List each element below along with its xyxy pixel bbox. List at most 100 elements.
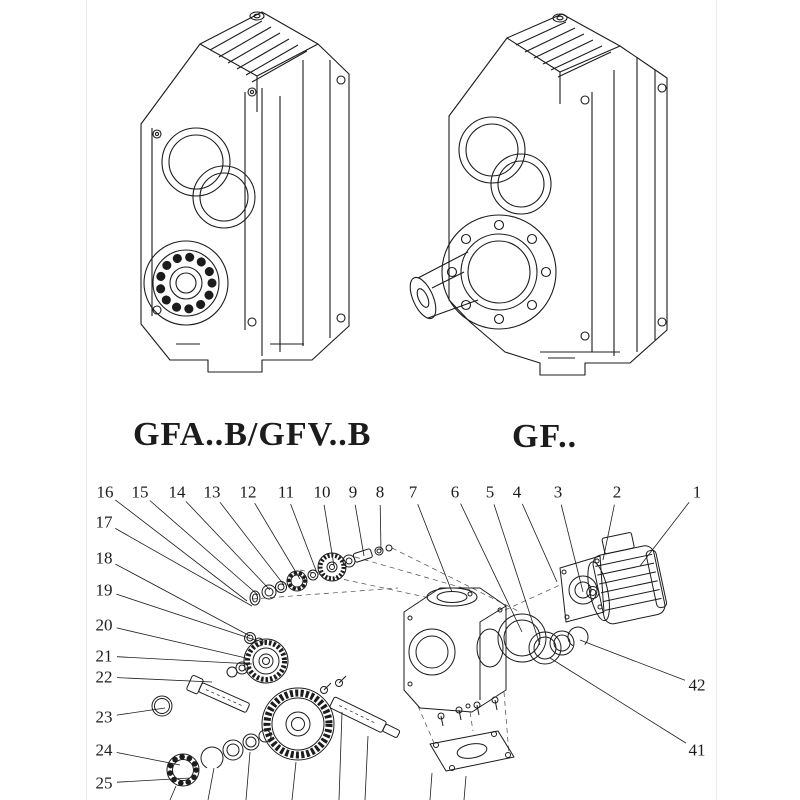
leader-line-2 bbox=[602, 504, 615, 561]
flange-rings bbox=[497, 613, 589, 665]
callout-number-12: 12 bbox=[239, 482, 257, 502]
vent-plug bbox=[320, 682, 332, 694]
leader-line-25 bbox=[116, 777, 191, 783]
mounting-feet bbox=[540, 351, 620, 359]
callout-number-19: 19 bbox=[95, 580, 113, 600]
collar bbox=[242, 733, 260, 751]
callout-number-1: 1 bbox=[692, 482, 702, 502]
housing-outline bbox=[140, 11, 350, 373]
cooling-ribs bbox=[515, 21, 612, 78]
cover-bolt bbox=[437, 712, 445, 727]
washer bbox=[222, 739, 244, 761]
leader-line-5 bbox=[493, 504, 541, 646]
exploded-view bbox=[151, 532, 668, 800]
callout-number-7: 7 bbox=[408, 482, 418, 502]
ring-small bbox=[385, 544, 393, 552]
page-edge-right bbox=[716, 0, 717, 800]
helical-gear bbox=[261, 687, 335, 761]
cover-plate bbox=[429, 730, 515, 772]
cover-bolt bbox=[455, 706, 463, 721]
gearbox-gf-drawing bbox=[409, 13, 668, 376]
output-shaft bbox=[409, 251, 479, 320]
leader-line-1 bbox=[639, 502, 690, 567]
callout-number-25: 25 bbox=[95, 773, 113, 793]
leader-line-22 bbox=[116, 677, 213, 683]
leader-line-4 bbox=[521, 503, 558, 583]
callout-number-42: 42 bbox=[688, 675, 706, 695]
washer bbox=[244, 632, 256, 644]
callout-number-16: 16 bbox=[96, 482, 114, 502]
page-edge-left bbox=[86, 0, 87, 800]
o-ring bbox=[151, 695, 173, 717]
leader-line-16 bbox=[115, 499, 248, 602]
bearing-bosses bbox=[161, 127, 256, 229]
leader-line-13 bbox=[219, 502, 285, 586]
callout-number-8: 8 bbox=[375, 482, 385, 502]
spacer bbox=[307, 569, 319, 581]
callout-number-17: 17 bbox=[95, 512, 113, 532]
ball-bearing bbox=[166, 753, 200, 787]
leader-line-18 bbox=[115, 563, 251, 637]
caption-gfab-model: GFA..B/GFV..B bbox=[133, 416, 372, 453]
washer bbox=[261, 584, 277, 600]
ring bbox=[235, 661, 249, 675]
leader-line-41 bbox=[549, 657, 687, 744]
housing-bolts bbox=[152, 75, 346, 327]
ring-small bbox=[226, 666, 238, 678]
callout-number-5: 5 bbox=[485, 482, 495, 502]
cover-plate-parts bbox=[429, 696, 515, 772]
callout-number-24: 24 bbox=[95, 740, 113, 760]
ring bbox=[374, 546, 384, 556]
leader-line-3 bbox=[560, 504, 584, 593]
callout-number-11: 11 bbox=[277, 482, 295, 502]
caption-gf-model: GF.. bbox=[512, 418, 578, 455]
leader-line-8 bbox=[379, 504, 382, 552]
leader-line-10 bbox=[323, 504, 335, 567]
leader-line-19 bbox=[116, 593, 259, 642]
leader-line-42 bbox=[579, 639, 686, 681]
callout-number-9: 9 bbox=[348, 482, 358, 502]
callout-number-10: 10 bbox=[313, 482, 331, 502]
snap-ring bbox=[567, 626, 589, 648]
gasket bbox=[497, 613, 547, 663]
bearing-bosses bbox=[458, 116, 552, 215]
rear-panel-ribs bbox=[591, 58, 656, 356]
rear-panel-ribs bbox=[261, 60, 331, 356]
callout-number-2: 2 bbox=[612, 482, 622, 502]
leader-line-14 bbox=[185, 501, 271, 591]
leader-line-24 bbox=[116, 752, 181, 766]
output-shaft-parts bbox=[151, 675, 401, 787]
callout-number-3: 3 bbox=[553, 482, 563, 502]
ball-bearing bbox=[286, 570, 308, 592]
cover-bolt bbox=[473, 701, 481, 716]
intermediate-gear-parts bbox=[186, 632, 289, 713]
callout-number-18: 18 bbox=[95, 548, 113, 568]
leader-line-7 bbox=[417, 503, 453, 593]
callout-number-14: 14 bbox=[168, 482, 186, 502]
oil-plug-icon bbox=[552, 13, 568, 23]
callout-number-41: 41 bbox=[688, 740, 706, 760]
vent-plug bbox=[335, 675, 347, 687]
gearbox-gfab-drawing bbox=[140, 11, 350, 373]
leader-line-9 bbox=[354, 504, 365, 557]
callout-number-21: 21 bbox=[95, 646, 113, 666]
oil-plug-icon bbox=[249, 11, 265, 21]
callout-number-20: 20 bbox=[95, 615, 113, 635]
cover-bolt bbox=[491, 696, 499, 711]
snap-ring bbox=[200, 746, 224, 770]
leader-line-17 bbox=[115, 528, 253, 607]
leader-line-11 bbox=[290, 503, 318, 574]
pinion-shaft bbox=[186, 675, 250, 713]
end-cap bbox=[249, 590, 261, 606]
output-shaft bbox=[329, 696, 401, 738]
callout-number-23: 23 bbox=[95, 707, 113, 727]
leader-line-12 bbox=[254, 502, 301, 580]
callout-number-22: 22 bbox=[95, 667, 113, 687]
projection-lines bbox=[251, 547, 561, 755]
leader-line-23 bbox=[116, 707, 166, 716]
leader-line-15 bbox=[149, 500, 259, 596]
cutoff-leader-lines bbox=[169, 711, 467, 800]
gear-housing bbox=[403, 587, 507, 713]
